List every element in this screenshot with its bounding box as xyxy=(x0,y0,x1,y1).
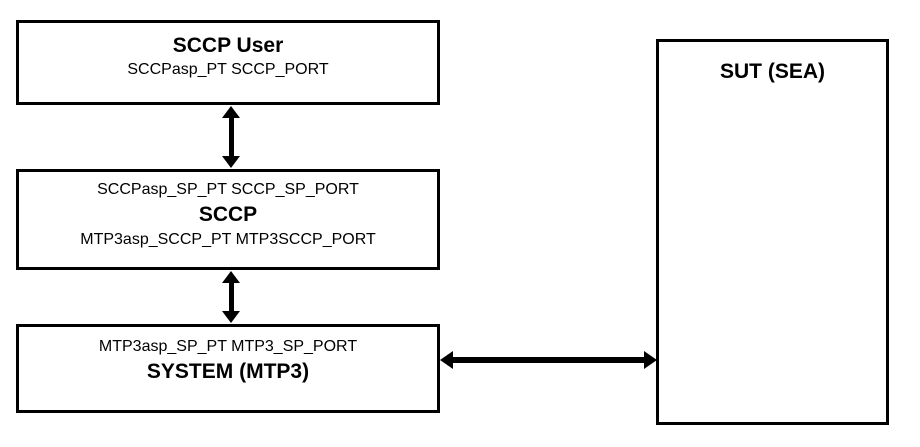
connector-system-to-sut xyxy=(440,351,657,369)
arrowhead-up-icon xyxy=(222,106,240,118)
node-system-mtp3-title: SYSTEM (MTP3) xyxy=(146,360,310,383)
arrowhead-up-icon xyxy=(222,271,240,283)
arrowhead-down-icon xyxy=(222,311,240,323)
connector-shaft xyxy=(229,115,234,159)
node-sccp-title: SCCP xyxy=(198,203,258,226)
node-sccp-ports-top: SCCPasp_SP_PT SCCP_SP_PORT xyxy=(97,181,359,198)
arrowhead-right-icon xyxy=(644,351,657,369)
connector-sccp-to-system xyxy=(222,271,240,323)
node-sccp-user-title: SCCP User xyxy=(172,34,284,57)
node-sut-sea[interactable]: SUT (SEA) xyxy=(656,39,889,425)
node-sccp-user[interactable]: SCCP User SCCPasp_PT SCCP_PORT xyxy=(16,20,440,105)
node-system-mtp3[interactable]: MTP3asp_SP_PT MTP3_SP_PORT SYSTEM (MTP3) xyxy=(16,324,440,413)
node-sut-sea-title: SUT (SEA) xyxy=(720,60,825,83)
node-system-mtp3-ports: MTP3asp_SP_PT MTP3_SP_PORT xyxy=(98,338,358,355)
node-sccp-user-ports: SCCPasp_PT SCCP_PORT xyxy=(127,61,329,78)
connector-sccp-user-to-sccp xyxy=(222,106,240,168)
arrowhead-down-icon xyxy=(222,156,240,168)
connector-shaft xyxy=(229,280,234,314)
connector-shaft xyxy=(450,357,647,363)
node-sccp-ports-bottom: MTP3asp_SCCP_PT MTP3SCCP_PORT xyxy=(80,231,376,248)
node-sccp[interactable]: SCCPasp_SP_PT SCCP_SP_PORT SCCP MTP3asp_… xyxy=(16,169,440,270)
arrowhead-left-icon xyxy=(440,351,453,369)
